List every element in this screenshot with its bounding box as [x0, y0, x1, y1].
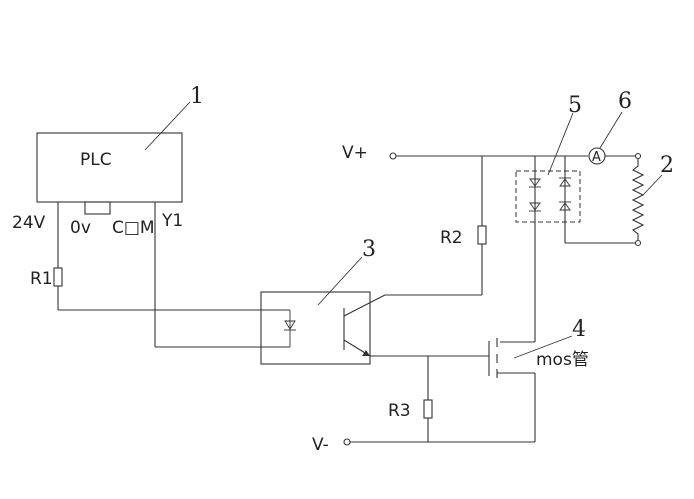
led-diode-symbol — [284, 320, 296, 330]
callout-3: 3 — [362, 237, 376, 262]
callout-1-leader — [144, 101, 191, 151]
vminus-terminal — [343, 438, 351, 446]
plc-y1-label: Y1 — [161, 211, 183, 231]
callout-1: 1 — [190, 84, 204, 109]
callout-6: 6 — [618, 89, 632, 114]
callout-4: 4 — [572, 317, 586, 342]
ammeter-label: A — [592, 150, 601, 165]
plc-0v-terminal — [84, 201, 111, 215]
bridge-diode-1 — [529, 178, 541, 187]
phototransistor-collector — [343, 294, 386, 317]
resistor-r1 — [53, 267, 63, 287]
callout-5-leader — [547, 112, 574, 176]
callout-6-leader — [599, 111, 623, 149]
vminus-label: V- — [312, 435, 329, 455]
mos-label: mos管 — [536, 350, 589, 370]
callout-3-leader — [317, 256, 363, 306]
plc-0v-label: 0v — [70, 218, 91, 238]
r1-label: R1 — [30, 269, 53, 289]
plc-label: PLC — [80, 150, 112, 170]
vplus-label: V+ — [342, 143, 368, 163]
bridge-diode-4 — [559, 202, 571, 211]
r3-label: R3 — [388, 401, 411, 421]
resistor-r3 — [423, 399, 433, 419]
callout-4-leader — [513, 335, 573, 359]
bridge-diode-3 — [559, 178, 571, 187]
optocoupler-block — [260, 291, 371, 365]
callout-2-leader — [642, 174, 663, 196]
phototransistor-emitter-arrow — [362, 350, 370, 356]
vplus-terminal — [389, 152, 397, 160]
callout-2: 2 — [660, 153, 674, 178]
bridge-diode-2 — [529, 202, 541, 211]
plc-24v-label: 24V — [12, 213, 46, 233]
callout-5: 5 — [568, 93, 582, 118]
load-terminal-top — [634, 152, 642, 160]
load-resistor — [631, 158, 645, 240]
r2-label: R2 — [440, 228, 463, 248]
resistor-r2 — [477, 225, 487, 245]
diode-bridge-block — [515, 170, 581, 223]
plc-com-label: C□M — [112, 218, 155, 238]
load-terminal-bottom — [634, 239, 642, 247]
